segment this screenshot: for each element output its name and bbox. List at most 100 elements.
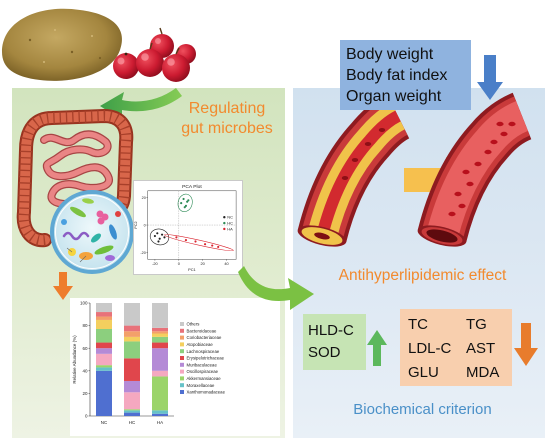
powder-pile-icon [2, 8, 123, 81]
bar-x-label-hc: HC [129, 420, 136, 425]
bar-legend-label-muribaculaceae: Muribaculaceae [187, 362, 218, 367]
bar-legend-swatch-akkermansiaceae [180, 376, 184, 381]
pca-point-hc [187, 199, 190, 202]
bar-legend-label-others: Others [187, 322, 200, 327]
bar-segment-ha-others [152, 303, 168, 328]
increased-markers-box: HLD-C SOD [303, 314, 366, 370]
bar-segment-ha-xanthomonadaceae [152, 413, 168, 416]
pca-point-hc [180, 202, 183, 205]
bar-legend-label-oscillospiraceae: Oscillospiraceae [187, 369, 219, 374]
pca-title: PCA Plot [182, 184, 202, 190]
pca-point-ha [175, 236, 178, 239]
biochemical-criterion-title: Biochemical criterion [353, 401, 492, 418]
bar-segment-nc-atopobiaceae [96, 319, 112, 329]
pca-point-hc [182, 197, 185, 201]
bar-legend-swatch-others [180, 322, 184, 326]
bar-legend-swatch-xanthomonadaceae [180, 390, 184, 394]
bar-segment-nc-moraxellaceae [96, 367, 112, 371]
bar-legend-label-xanthomonadaceae: Xanthomonadaceae [187, 390, 226, 395]
bar-segment-ha-erysipelotrichaceae [152, 342, 168, 349]
pca-legend-label-hc: HC [227, 220, 233, 225]
bar-legend-swatch-erysipelotrichaceae [180, 356, 184, 360]
bar-y-tick-label: 60 [82, 346, 88, 351]
bar-y-tick-label: 80 [82, 323, 88, 328]
pca-legend-label-nc: NC [227, 215, 233, 220]
pca-ellipse-hc [177, 193, 193, 212]
bar-segment-nc-xanthomonadaceae [96, 370, 112, 416]
marker-sod: SOD [308, 344, 341, 361]
pca-point-nc [156, 232, 159, 235]
bar-legend-swatch-bacteroidaceae [180, 328, 184, 333]
bar-segment-hc-others [124, 303, 140, 326]
bar-legend-swatch-moraxellaceae [180, 383, 184, 388]
bar-y-tick-label: 100 [80, 301, 88, 306]
body-indicators-box: Body weight Body fat index Organ weight [340, 40, 471, 110]
bar-segment-hc-lachnospiraceae [124, 341, 140, 359]
bar-y-tick-label: 0 [85, 414, 88, 419]
bar-segment-ha-lachnospiraceae [152, 336, 168, 343]
pca-point-nc [160, 233, 164, 236]
bar-legend-label-bacteroidaceae: Bacteroidaceae [187, 328, 217, 333]
antihyperlipidemic-title: Antihyperlipidemic effect [338, 267, 507, 284]
gut-microbes-title: Regulating gut microbes [174, 99, 280, 139]
bar-legend-swatch-coriobacteriaceae [180, 335, 184, 340]
bar-y-tick-label: 40 [82, 368, 88, 373]
bar-segment-ha-moraxellaceae [152, 410, 168, 414]
bar-segment-nc-lachnospiraceae [96, 328, 112, 343]
pca-x-label: PC1 [188, 267, 196, 272]
gut-title-line: Regulating [188, 100, 266, 117]
pca-ellipse-ha [164, 234, 234, 252]
bar-segment-hc-oscillospiraceae [124, 392, 140, 410]
bar-segment-nc-coriobacteriaceae [96, 316, 112, 320]
bar-x-label-nc: NC [101, 420, 108, 425]
pca-point-nc [157, 240, 160, 243]
bar-segment-nc-others [96, 303, 112, 313]
pca-legend-marker-ha [223, 227, 226, 231]
pca-point-ha [184, 239, 188, 242]
bar-segment-hc-moraxellaceae [124, 410, 140, 413]
bar-segment-hc-erysipelotrichaceae [124, 358, 140, 381]
pca-y-tick-label: 20 [142, 196, 146, 200]
bar-segment-ha-oscillospiraceae [152, 370, 168, 377]
pca-x-tick-label: 20 [200, 261, 205, 266]
pca-legend-marker-hc [223, 221, 226, 225]
bar-segment-ha-akkermansiaceae [152, 376, 168, 411]
indicator-body-fat-index: Body fat index [346, 67, 448, 84]
bar-segment-ha-coriobacteriaceae [152, 331, 168, 334]
pca-point-hc [183, 206, 186, 209]
pca-point-nc [163, 236, 166, 239]
bar-segment-hc-bacteroidaceae [124, 325, 140, 332]
bar-segment-hc-coriobacteriaceae [124, 331, 140, 337]
pca-legend-label-ha: HA [227, 226, 233, 231]
bar-x-label-ha: HA [157, 420, 163, 425]
bar-segment-nc-erysipelotrichaceae [96, 342, 112, 349]
pca-x-tick-label: 40 [224, 261, 229, 266]
bar-legend-swatch-oscillospiraceae [180, 369, 184, 374]
bar-segment-hc-atopobiaceae [124, 336, 140, 342]
pca-point-nc [158, 237, 161, 240]
bar-legend-label-erysipelotrichaceae: Erysipelotrichaceae [187, 356, 225, 361]
bar-segment-nc-muribaculaceae [96, 348, 112, 354]
pca-x-tick-label: 0 [178, 261, 181, 266]
gut-title-line: gut microbes [181, 120, 273, 137]
marker-hld-c: HLD-C [308, 322, 354, 339]
bar-legend-label-lachnospiraceae: Lachnospiraceae [187, 349, 220, 354]
bar-segment-ha-atopobiaceae [152, 333, 168, 337]
pca-point-ha [194, 240, 197, 243]
bar-y-label: Relative Abundance (%) [72, 335, 77, 384]
indicator-organ-weight: Organ weight [346, 88, 442, 105]
marker-ast: AST [466, 340, 496, 357]
bar-segment-nc-oscillospiraceae [96, 353, 112, 366]
bar-legend-swatch-lachnospiraceae [180, 349, 184, 354]
bar-legend-label-moraxellaceae: Moraxellaceae [187, 383, 216, 388]
marker-tc: TC [408, 316, 428, 333]
pca-point-ha [211, 244, 214, 247]
bar-segment-ha-muribaculaceae [152, 348, 168, 371]
decreased-markers-box: TC TG LDL-C AST GLU MDA [400, 309, 512, 386]
pca-y-tick-label: 0 [144, 223, 146, 227]
bar-segment-nc-bacteroidaceae [96, 312, 112, 317]
bar-legend-swatch-muribaculaceae [180, 362, 184, 367]
